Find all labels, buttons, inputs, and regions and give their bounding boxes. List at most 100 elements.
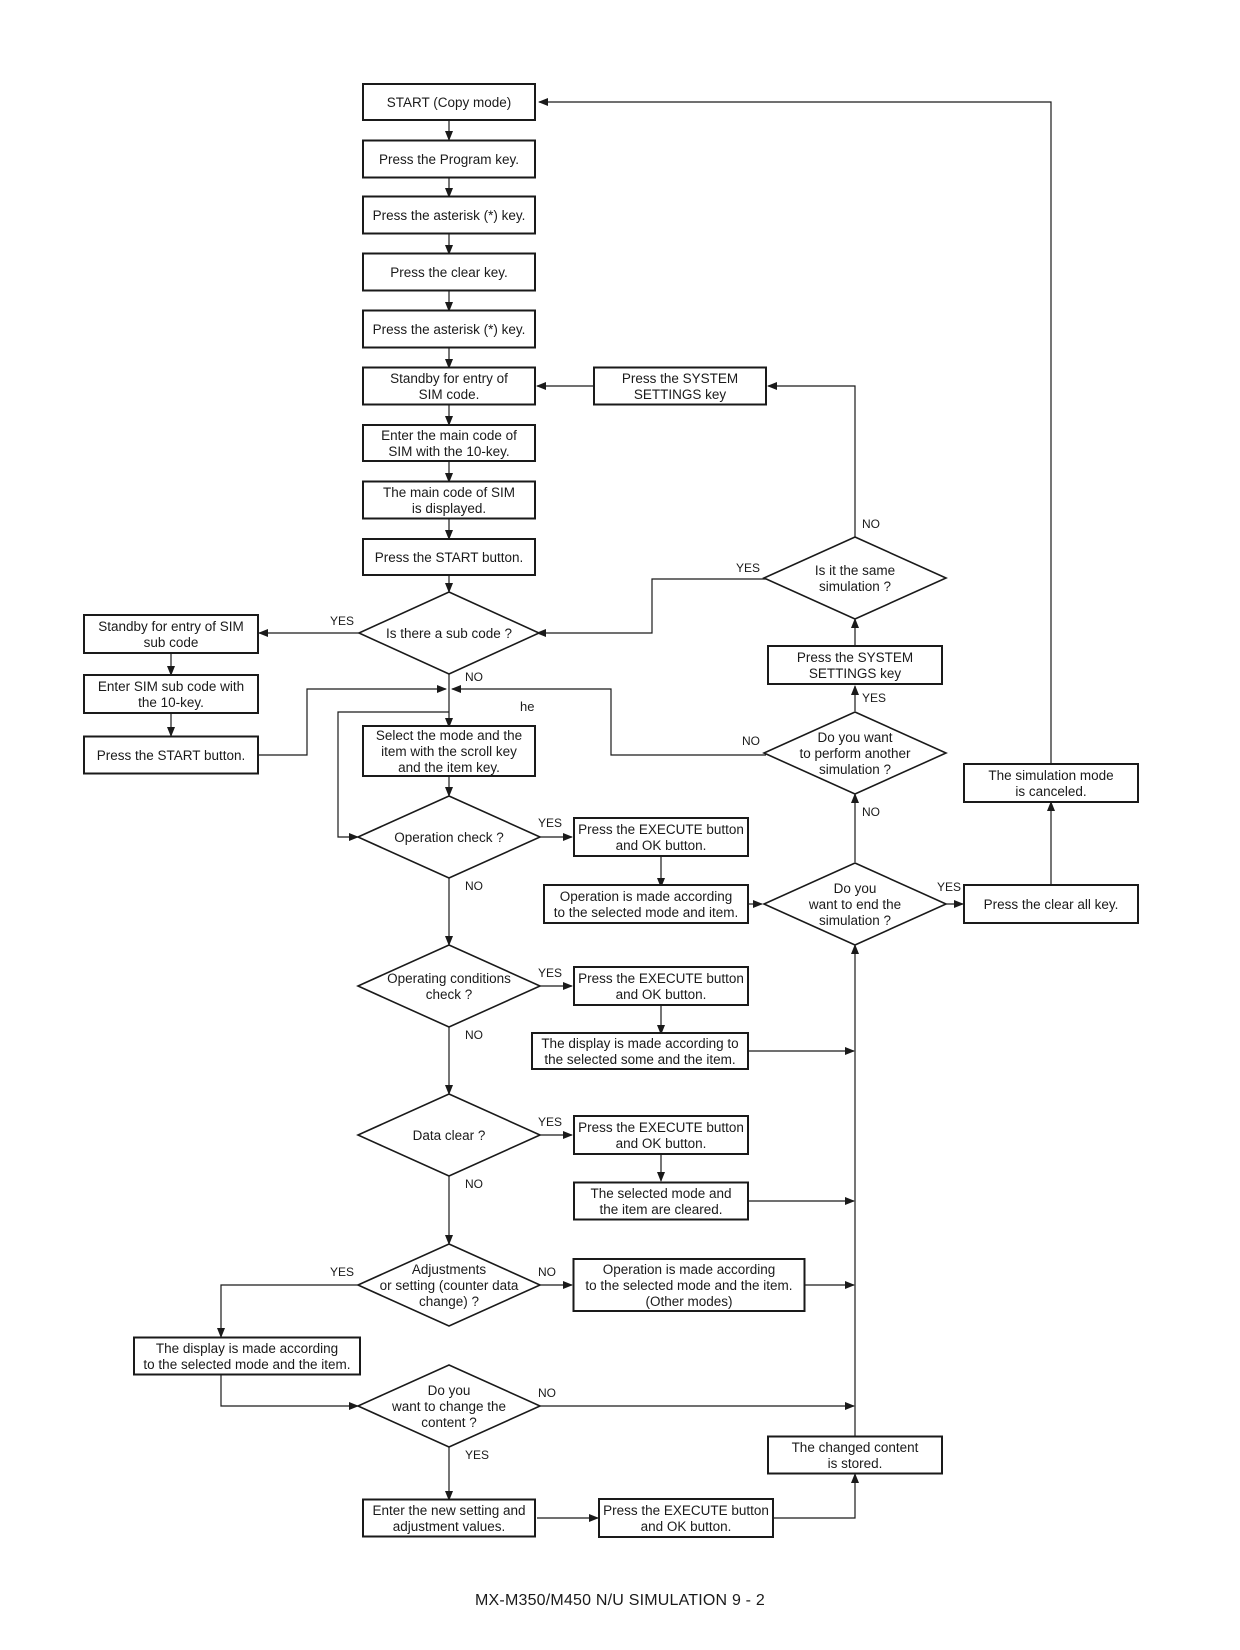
node-clear-all-shape xyxy=(963,884,1139,924)
node-enter-main-code-text: Enter the main code of xyxy=(381,428,517,443)
node-standby-sim-text: Standby for entry of xyxy=(390,371,508,386)
decision-change-content-text: content ? xyxy=(421,1415,477,1430)
label-operation-no: NO xyxy=(465,879,483,893)
label-sub-no: NO xyxy=(465,670,483,684)
branch-labels: YES NO he YES NO YES NO YES NO YES NO NO… xyxy=(330,517,961,1462)
label-sub-yes: YES xyxy=(330,614,354,628)
node-system-settings-mid-text: Press the SYSTEM xyxy=(797,650,913,665)
node-clear-shape xyxy=(362,252,536,292)
node-enter-main-code-text: SIM with the 10-key. xyxy=(388,444,509,459)
decision-same-simulation-shape xyxy=(762,536,948,620)
decision-another-simulation-text: simulation ? xyxy=(819,762,891,777)
node-clear-all-text: Press the clear all key. xyxy=(984,897,1119,912)
decision-adjustments-text: change) ? xyxy=(419,1294,479,1309)
node-operation-other-text: (Other modes) xyxy=(645,1294,732,1309)
node-cleared-text: The selected mode and xyxy=(590,1186,731,1201)
node-enter-new-shape xyxy=(362,1498,536,1538)
node-press-start-2-text: Press the START button. xyxy=(97,748,246,763)
label-change-yes: YES xyxy=(465,1448,489,1462)
label-opcond-no: NO xyxy=(465,1028,483,1042)
decision-data-clear-text: Data clear ? xyxy=(413,1128,486,1143)
node-press-start-1: Press the START button. xyxy=(362,538,536,576)
node-execute-4-text: Press the EXECUTE button xyxy=(603,1503,769,1518)
page-footer: MX-M350/M450 N/U SIMULATION 9 - 2 xyxy=(475,1592,765,1609)
label-dataclear-yes: YES xyxy=(538,1115,562,1129)
node-enter-new-text: adjustment values. xyxy=(393,1519,506,1534)
decision-end-simulation-text: Do you xyxy=(834,881,877,896)
node-execute-2-shape xyxy=(573,966,749,1006)
decision-operating-conditions-shape xyxy=(356,944,542,1028)
decision-adjustments-shape xyxy=(356,1243,542,1327)
node-asterisk-1: Press the asterisk (*) key. xyxy=(362,195,536,235)
label-same-no: NO xyxy=(862,517,880,531)
node-main-code-displayed-text: The main code of SIM xyxy=(383,485,515,500)
label-end-no: NO xyxy=(862,805,880,819)
node-standby-sim-text: SIM code. xyxy=(419,387,480,402)
node-select-mode-shape xyxy=(362,725,536,777)
decision-operation-check-shape xyxy=(356,795,542,879)
label-same-yes: YES xyxy=(736,561,760,575)
node-enter-sub-shape xyxy=(83,674,259,714)
node-select-mode-text: Select the mode and the xyxy=(376,728,522,743)
label-dataclear-no: NO xyxy=(465,1177,483,1191)
node-press-start-1-text: Press the START button. xyxy=(375,550,524,565)
decision-same-simulation-text: Is it the same xyxy=(815,563,895,578)
decision-sub-code-text: Is there a sub code ? xyxy=(386,626,512,641)
label-change-no: NO xyxy=(538,1386,556,1400)
node-system-settings-mid-text: SETTINGS key xyxy=(809,666,902,681)
node-operation-made-shape xyxy=(543,884,749,924)
decision-end-simulation-text: want to end the xyxy=(808,897,901,912)
label-end-yes: YES xyxy=(937,880,961,894)
decision-sub-code-shape xyxy=(357,591,541,675)
node-system-settings-top-text: Press the SYSTEM xyxy=(622,371,738,386)
node-asterisk-2: Press the asterisk (*) key. xyxy=(362,309,536,349)
node-press-start-2-shape xyxy=(83,735,259,775)
node-execute-3-text: and OK button. xyxy=(616,1136,707,1151)
node-clear-text: Press the clear key. xyxy=(390,265,508,280)
node-clear-all: Press the clear all key. xyxy=(963,884,1139,924)
decision-adjustments-text: or setting (counter data xyxy=(380,1278,519,1293)
decision-operating-conditions-text: Operating conditions xyxy=(387,971,511,986)
node-simulation-canceled-shape xyxy=(963,763,1139,803)
node-execute-4-shape xyxy=(598,1498,774,1538)
node-clear: Press the clear key. xyxy=(362,252,536,292)
label-adjust-no: NO xyxy=(538,1265,556,1279)
decision-change-content-text: Do you xyxy=(428,1383,471,1398)
node-asterisk-2-text: Press the asterisk (*) key. xyxy=(373,322,526,337)
node-operation-other-text: Operation is made according xyxy=(603,1262,776,1277)
node-enter-main-code-shape xyxy=(362,424,536,462)
connectors xyxy=(167,98,1055,1522)
node-display-made-2-text: to the selected mode and the item. xyxy=(143,1357,350,1372)
node-execute-2-text: Press the EXECUTE button xyxy=(578,971,744,986)
node-display-made-2-shape xyxy=(133,1336,361,1376)
node-content-stored-shape xyxy=(767,1435,943,1475)
node-system-settings-mid-shape xyxy=(767,645,943,685)
label-he: he xyxy=(520,699,534,714)
node-execute-2-text: and OK button. xyxy=(616,987,707,1002)
node-standby-sub-shape xyxy=(83,614,259,654)
node-simulation-canceled-text: is canceled. xyxy=(1015,784,1086,799)
node-program-text: Press the Program key. xyxy=(379,152,519,167)
node-main-code-displayed-text: is displayed. xyxy=(412,501,486,516)
node-standby-sub-text: Standby for entry of SIM xyxy=(98,619,244,634)
decision-same-simulation-text: simulation ? xyxy=(819,579,891,594)
node-press-start-2: Press the START button. xyxy=(83,735,259,775)
node-enter-sub-text: Enter SIM sub code with xyxy=(98,679,244,694)
